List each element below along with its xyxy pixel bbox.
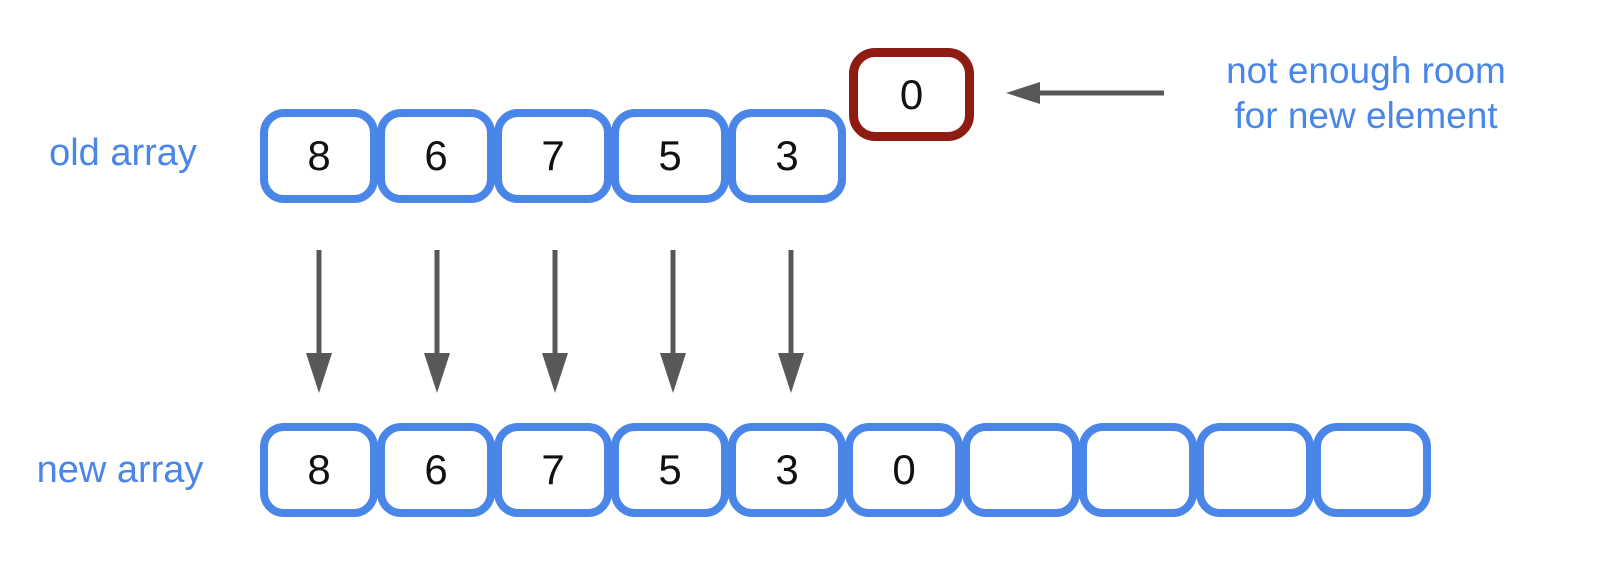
new-array-cell-2: 7: [494, 423, 612, 517]
down-arrow-icon: [306, 250, 332, 393]
down-arrow-icon: [778, 250, 804, 393]
down-arrow-icon: [542, 250, 568, 393]
new-array-cell-6: [962, 423, 1080, 517]
new-array-cell-9: [1313, 423, 1431, 517]
old-array-label: old array: [49, 132, 197, 174]
new-array-cell-4: 3: [728, 423, 846, 517]
old-array-cell-0: 8: [260, 109, 378, 203]
old-array-row: 8 6 7 5 3: [260, 109, 846, 203]
old-array-cell-3: 5: [611, 109, 729, 203]
new-array-row: 8 6 7 5 3 0: [260, 423, 1431, 517]
overflow-cell: 0: [849, 48, 974, 141]
old-array-cell-4: 3: [728, 109, 846, 203]
down-arrow-icon: [424, 250, 450, 393]
down-arrow-icon: [660, 250, 686, 393]
new-array-cell-5: 0: [845, 423, 963, 517]
old-array-cell-2: 7: [494, 109, 612, 203]
new-array-cell-7: [1079, 423, 1197, 517]
new-array-cell-0: 8: [260, 423, 378, 517]
new-array-cell-3: 5: [611, 423, 729, 517]
new-array-cell-1: 6: [377, 423, 495, 517]
new-array-cell-8: [1196, 423, 1314, 517]
overflow-note-line2: for new element: [1234, 95, 1498, 136]
overflow-note-line1: not enough room: [1226, 50, 1506, 91]
new-array-label: new array: [36, 449, 204, 491]
left-arrow-icon: [1006, 82, 1164, 104]
old-array-cell-1: 6: [377, 109, 495, 203]
overflow-note: not enough room for new element: [1176, 48, 1556, 138]
